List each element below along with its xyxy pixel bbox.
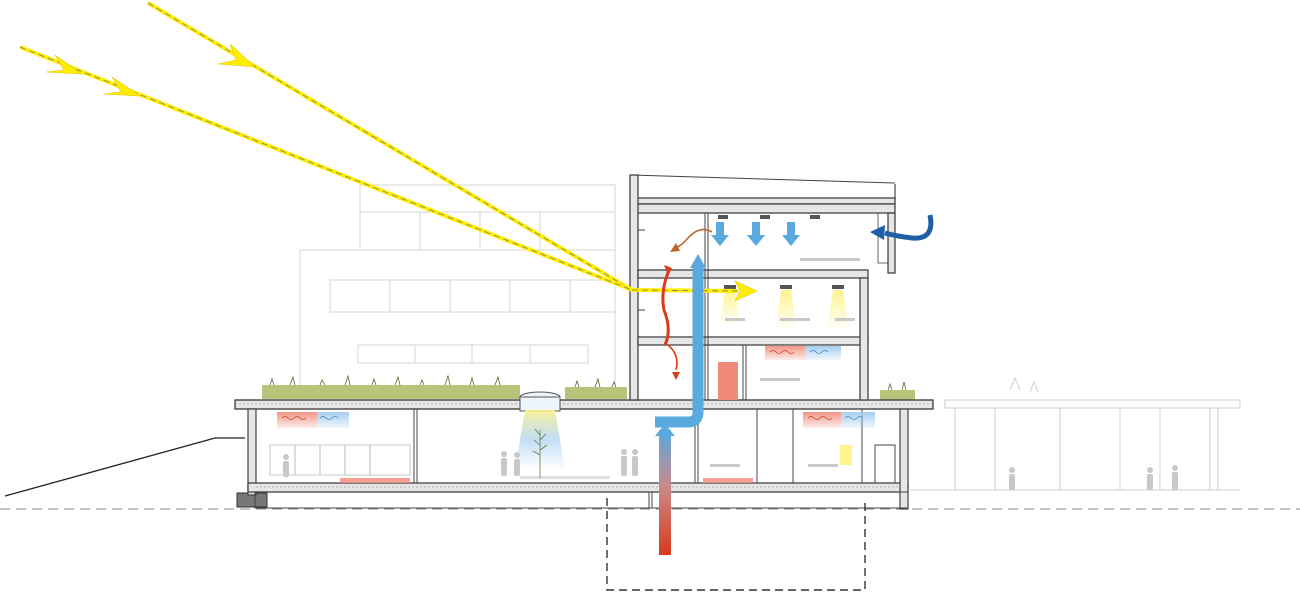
main-building-structure [629,174,896,401]
person-figure [1172,465,1178,490]
sun-ray-arrow-icon [45,43,758,302]
occupant-silhouettes [283,258,1178,490]
green-roofs [262,374,915,400]
ground [0,437,1300,591]
person-figure [621,449,627,476]
indoor-plant [532,428,548,478]
person-figure [632,449,638,476]
supply-air-duct [655,254,706,555]
person-figure [1147,467,1153,490]
person-figure [283,454,289,477]
climate-ceiling-panels [277,346,875,483]
outside-air-curved-arrow-icon [870,214,934,241]
neighbouring-building [910,376,1241,491]
warm-exhaust-arrow-icon [661,228,713,380]
person-figure [1009,467,1015,490]
person-figure [501,451,507,476]
background-building [299,184,616,400]
cool-air-arrow-down-icon [711,222,800,246]
person-figure [514,452,520,476]
